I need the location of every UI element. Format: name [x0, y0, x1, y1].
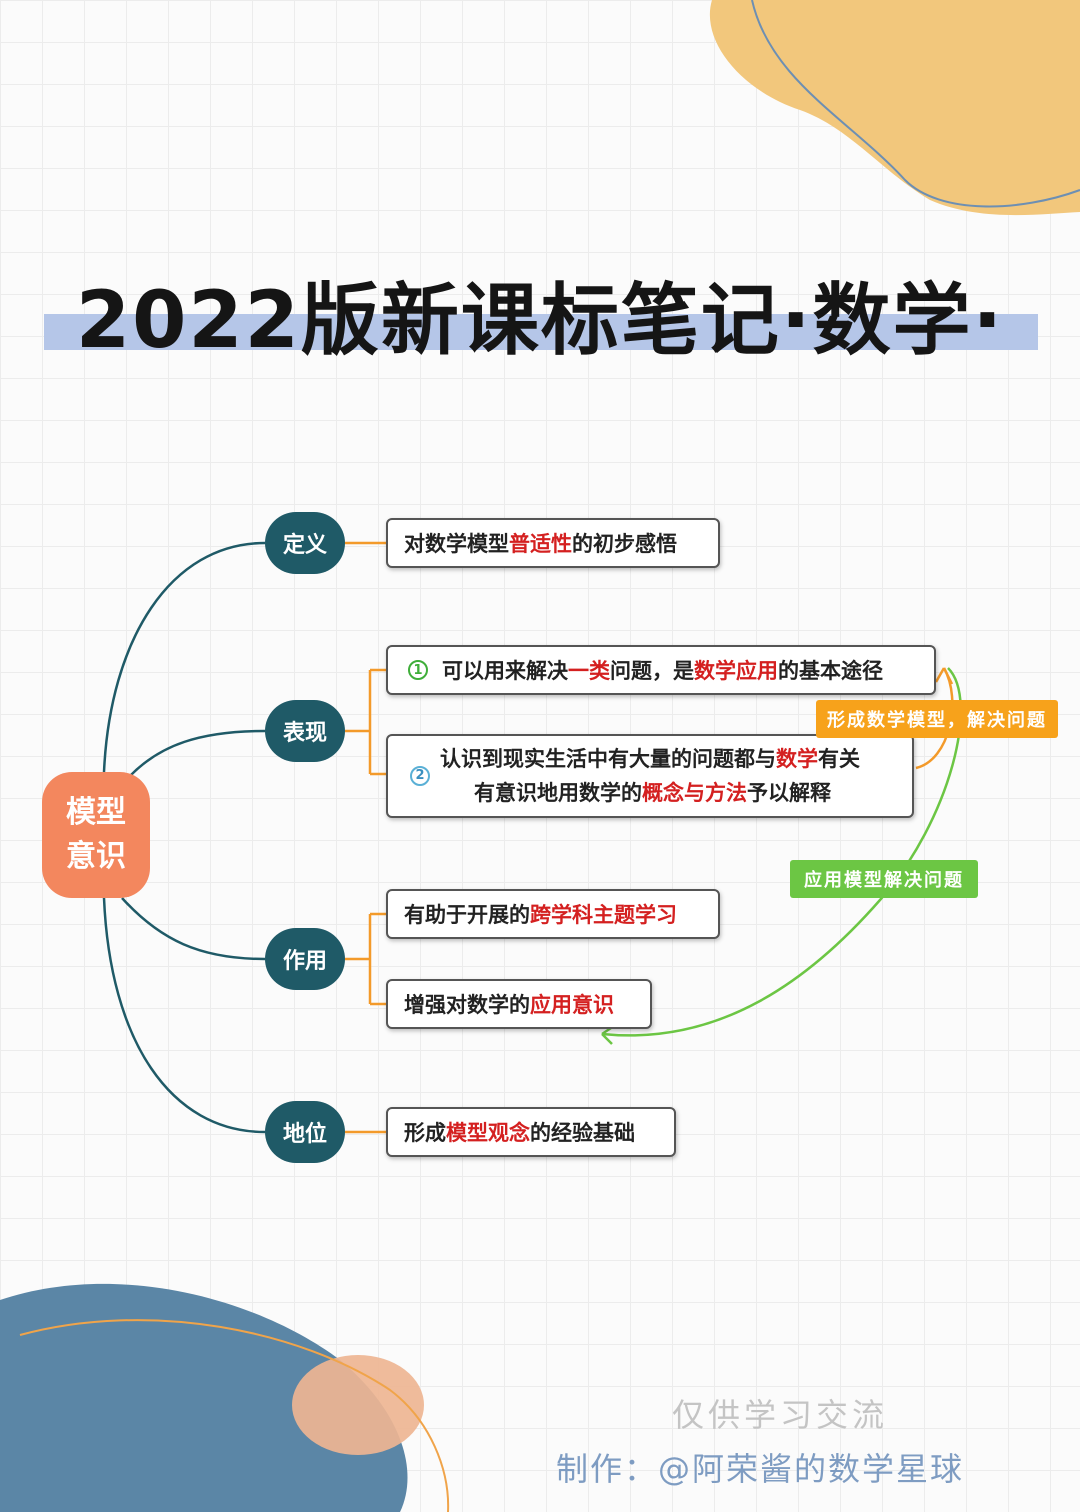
leaf-function-1[interactable]: 有助于开展的跨学科主题学习: [386, 889, 720, 939]
leaf-text: 的基本途径: [778, 659, 883, 683]
leaf-text: 增强对数学的: [404, 993, 530, 1017]
leaf-text: 的初步感悟: [572, 532, 677, 556]
leaf-status[interactable]: 形成模型观念的经验基础: [386, 1107, 676, 1157]
footer-credit: 制作：@阿荣酱的数学星球: [555, 1450, 964, 1488]
leaf-text: 对数学模型: [404, 532, 509, 556]
root-label-line1: 模型: [66, 795, 126, 830]
leaf-highlight: 应用意识: [530, 993, 614, 1017]
leaf-manifestation-1[interactable]: 1 可以用来解决一类问题，是数学应用的基本途径: [386, 645, 936, 695]
page-title: 2022版新课标笔记·数学·: [75, 276, 1005, 366]
bottom-orange-curve: [19, 1319, 450, 1512]
leaf-manifestation-2[interactable]: 2 认识到现实生活中有大量的问题都与数学有关 有意识地用数学的概念与方法予以解释: [386, 734, 914, 818]
root-label-line2: 意识: [66, 839, 126, 874]
bracket-function: [345, 912, 386, 1006]
title-area: 2022版新课标笔记·数学·: [0, 250, 1080, 370]
number-1-marker-icon: 1: [408, 660, 428, 680]
orange-arrow-head: [934, 667, 954, 685]
leaf-text: 有关: [818, 747, 860, 771]
connector-root-function: [121, 897, 266, 961]
leaf-text: 有助于开展的: [404, 903, 530, 927]
connector-root-definition: [102, 541, 266, 773]
category-manifestation[interactable]: 表现: [265, 700, 345, 762]
leaf-line-1: 认识到现实生活中有大量的问题都与数学有关: [440, 742, 860, 776]
number-2-marker-icon: 2: [410, 766, 430, 786]
tag-apply-model-solve-problem: 应用模型解决问题: [790, 860, 978, 898]
leaf-definition[interactable]: 对数学模型普适性的初步感悟: [386, 518, 720, 568]
leaf-text: 有意识地用数学的: [474, 781, 642, 805]
leaf-highlight: 数学: [776, 747, 818, 771]
root-node-model-awareness[interactable]: 模型 意识: [42, 772, 150, 898]
bottom-peach-blob: [292, 1355, 424, 1455]
title-highlight-band: [44, 314, 1038, 350]
tag-form-model-solve-problem: 形成数学模型，解决问题: [816, 700, 1058, 738]
top-right-curve: [751, 0, 1080, 208]
leaf-highlight: 模型观念: [446, 1121, 530, 1145]
bracket-manifestation: [345, 668, 386, 776]
category-definition[interactable]: 定义: [265, 512, 345, 574]
leaf-text: 认识到现实生活中有大量的问题都与: [440, 747, 776, 771]
leaf-text: 的经验基础: [530, 1121, 635, 1145]
leaf-highlight: 数学应用: [694, 659, 778, 683]
leaf-highlight: 一类: [568, 659, 610, 683]
leaf-highlight: 普适性: [509, 532, 572, 556]
category-status[interactable]: 地位: [265, 1101, 345, 1163]
leaf-text: 可以用来解决: [442, 659, 568, 683]
top-right-blob: [709, 0, 1080, 216]
leaf-highlight: 跨学科主题学习: [530, 903, 677, 927]
connector-root-manifestation: [129, 729, 266, 777]
leaf-highlight: 概念与方法: [642, 781, 747, 805]
leaf-text: 予以解释: [747, 781, 831, 805]
leaf-text: 问题，是: [610, 659, 694, 683]
footer-note: 仅供学习交流: [671, 1396, 888, 1434]
category-function[interactable]: 作用: [265, 928, 345, 990]
connector-root-status: [102, 897, 266, 1134]
bottom-left-blob: [0, 1283, 408, 1512]
leaf-function-2[interactable]: 增强对数学的应用意识: [386, 979, 652, 1029]
leaf-text: 形成: [404, 1121, 446, 1145]
leaf-line-2: 有意识地用数学的概念与方法予以解释: [440, 776, 831, 810]
